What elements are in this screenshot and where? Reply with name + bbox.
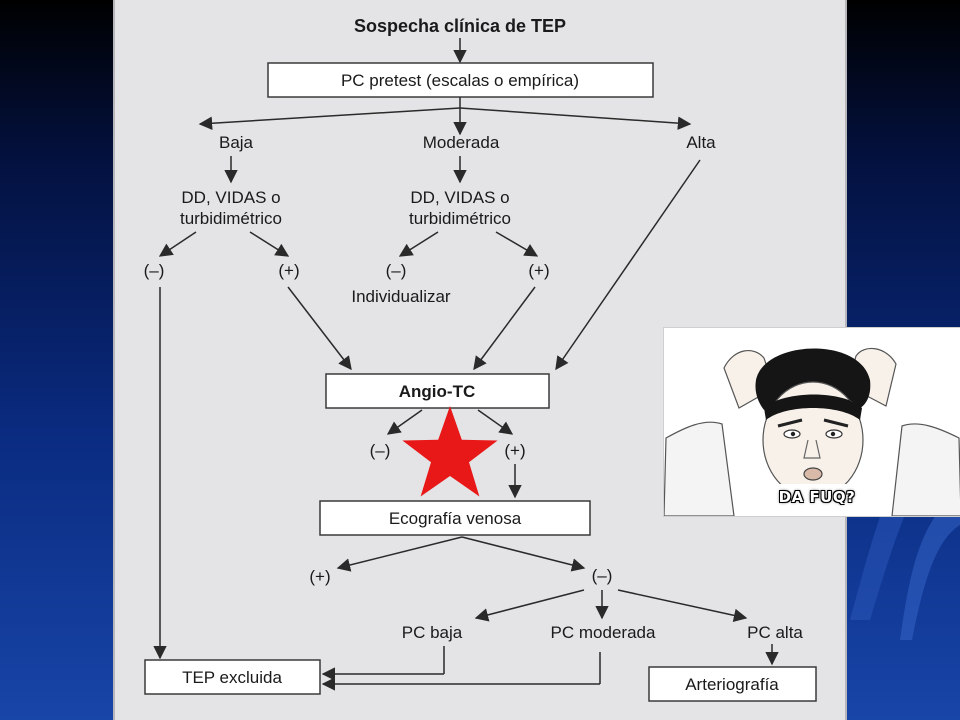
arrow-to-pc-low [474,589,585,622]
dd-low-line2: turbidimétrico [180,209,282,228]
meme-image: DA FUQ? [663,327,960,517]
echo-negative-label: (–) [592,566,613,585]
arrow-angio-neg [386,409,423,435]
pretest-box [267,62,654,98]
angio-label: Angio-TC [399,382,475,401]
arrow-low-pos [249,231,290,257]
pc-mid-label: PC moderada [551,623,656,642]
confused-face-illustration [664,328,960,516]
individualize-label: Individualizar [351,287,451,306]
diagram-title: Sospecha clínica de TEP [354,16,566,36]
arrow-midpos-to-angio [473,286,536,371]
angio-positive-label: (+) [504,441,525,460]
tep-excluded-label: TEP excluida [182,668,282,687]
arrow-echo-pos [336,536,463,572]
arrow-mid-pos [495,231,539,257]
echo-positive-label: (+) [309,567,330,586]
red-star-icon [402,406,498,497]
angio-negative-label: (–) [370,441,391,460]
branch-low-label: Baja [219,133,254,152]
arrow-to-low [198,107,461,130]
arrow-low-neg [158,231,197,257]
dd-mid-line1: DD, VIDAS o [410,188,509,207]
pc-high-label: PC alta [747,623,803,642]
pc-low-label: PC baja [402,623,463,642]
branch-high-label: Alta [686,133,716,152]
low-negative-label: (–) [144,261,165,280]
arrow-echo-neg [461,536,586,572]
arrow-high-to-angio [555,159,701,371]
arteriography-box [648,666,817,702]
arrow-mid-neg [398,231,439,257]
echo-box [319,500,591,536]
arrow-to-high [459,107,692,130]
arrow-angio-pos [477,409,514,435]
mid-negative-label: (–) [386,261,407,280]
arteriography-label: Arteriografía [685,675,779,694]
arrow-lowpos-to-angio [287,286,352,371]
meme-caption: DA FUQ? [778,488,856,506]
branch-mid-label: Moderada [423,133,500,152]
dd-mid-line2: turbidimétrico [409,209,511,228]
low-positive-label: (+) [278,261,299,280]
mid-positive-label: (+) [528,261,549,280]
echo-label: Ecografía venosa [389,509,522,528]
dd-low-line1: DD, VIDAS o [181,188,280,207]
arrow-to-pc-high [617,589,748,622]
angio-box [325,373,550,409]
pretest-label: PC pretest (escalas o empírica) [341,71,579,90]
tep-excluded-box [144,659,321,695]
